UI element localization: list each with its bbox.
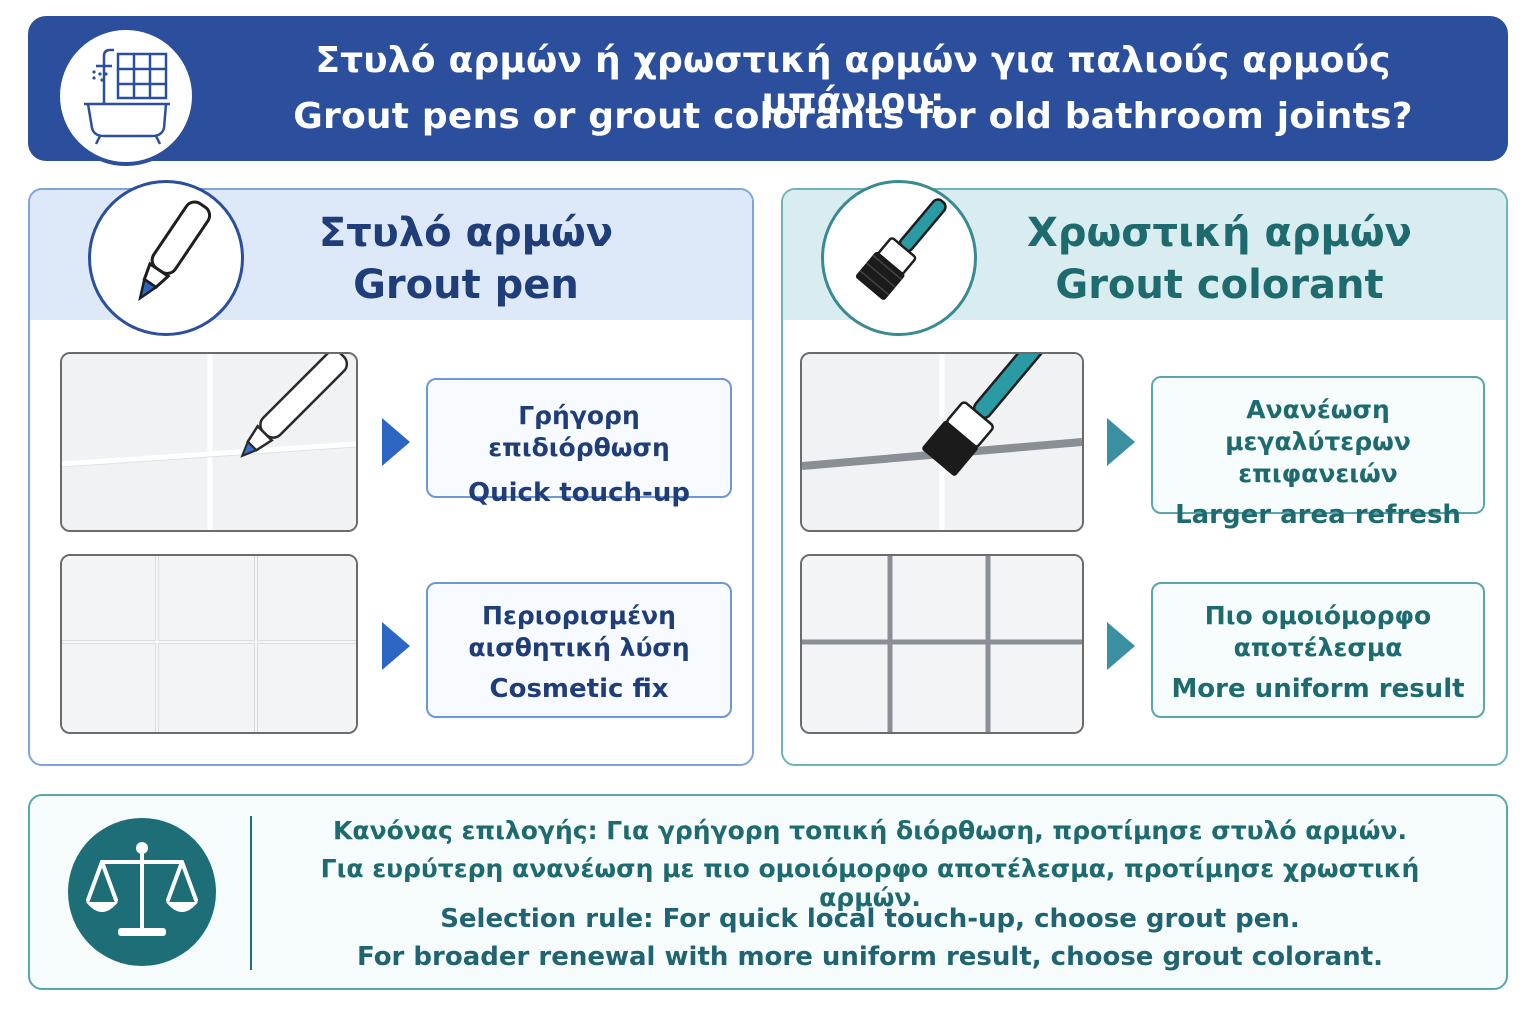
header-banner: Στυλό αρμών ή χρωστική αρμών για παλιούς… [28,16,1508,166]
grout-pen-benefit-1: Γρήγορη επιδιόρθωση Quick touch-up [426,378,732,508]
grout-pen-benefit-2: Περιορισμένη αισθητική λύση Cosmetic fix [426,582,732,718]
grout-colorant-uniform-image [800,554,1084,734]
grout-colorant-refresh-image [800,352,1084,532]
bathtub-shower-icon [56,26,196,166]
grout-colorant-benefit-1-greek-line1: Ανανέωση μεγαλύτερων [1225,395,1411,456]
balance-scale-icon [68,818,216,966]
selection-rule-english-line1: Selection rule: For quick local touch-up… [440,904,1300,934]
grout-pen-benefit-1-greek: Γρήγορη επιδιόρθωση [488,401,670,462]
grout-colorant-benefit-1-english: Larger area refresh [1175,500,1461,530]
grout-colorant-benefit-1: Ανανέωση μεγαλύτερων επιφανειών Larger a… [1151,376,1485,530]
grout-pen-benefit-2-greek-line2: αισθητική λύση [468,633,690,662]
divider [250,816,252,970]
grout-colorant-benefit-2: Πιο ομοιόμορφο αποτέλεσμα More uniform r… [1151,582,1485,718]
grout-pen-touchup-image [60,352,358,532]
grout-colorant-benefit-2-greek-line1: Πιο ομοιόμορφο [1204,601,1432,630]
grout-colorant-benefit-2-english: More uniform result [1171,674,1465,704]
grout-colorant-benefit-1-greek-line2: επιφανειών [1238,459,1398,488]
grout-colorant-title-english: Grout colorant [1055,262,1384,308]
grout-pen-benefit-2-greek-line1: Περιορισμένη [482,601,676,630]
grout-colorant-title-greek: Χρωστική αρμών [1027,210,1412,256]
grout-pen-cosmetic-image [60,554,358,734]
selection-rule-box: Κανόνας επιλογής: Για γρήγορη τοπική διό… [28,794,1508,990]
grout-pen-title-greek: Στυλό αρμών [318,210,614,256]
header-title-english: Grout pens or grout colorants for old ba… [293,96,1413,137]
grout-pen-benefit-2-english: Cosmetic fix [489,674,669,704]
selection-rule-greek-line2: Για ευρύτερη ανανέωση με πιο ομοιόμορφο … [320,854,1420,912]
arrow-right-icon [1107,622,1135,670]
selection-rule-greek-line1: Κανόνας επιλογής: Για γρήγορη τοπική διό… [333,816,1407,845]
paint-brush-icon [821,180,977,336]
header-title-greek: Στυλό αρμών ή χρωστική αρμών για παλιούς… [315,40,1391,122]
arrow-right-icon [1107,418,1135,466]
grout-colorant-benefit-2-greek-line2: αποτέλεσμα [1233,633,1403,662]
arrow-right-icon [382,418,410,466]
grout-pen-benefit-1-english: Quick touch-up [468,478,690,508]
selection-rule-english-line2: For broader renewal with more uniform re… [356,942,1384,972]
arrow-right-icon [382,622,410,670]
grout-pen-title-english: Grout pen [353,262,579,308]
grout-pen-icon [88,180,244,336]
